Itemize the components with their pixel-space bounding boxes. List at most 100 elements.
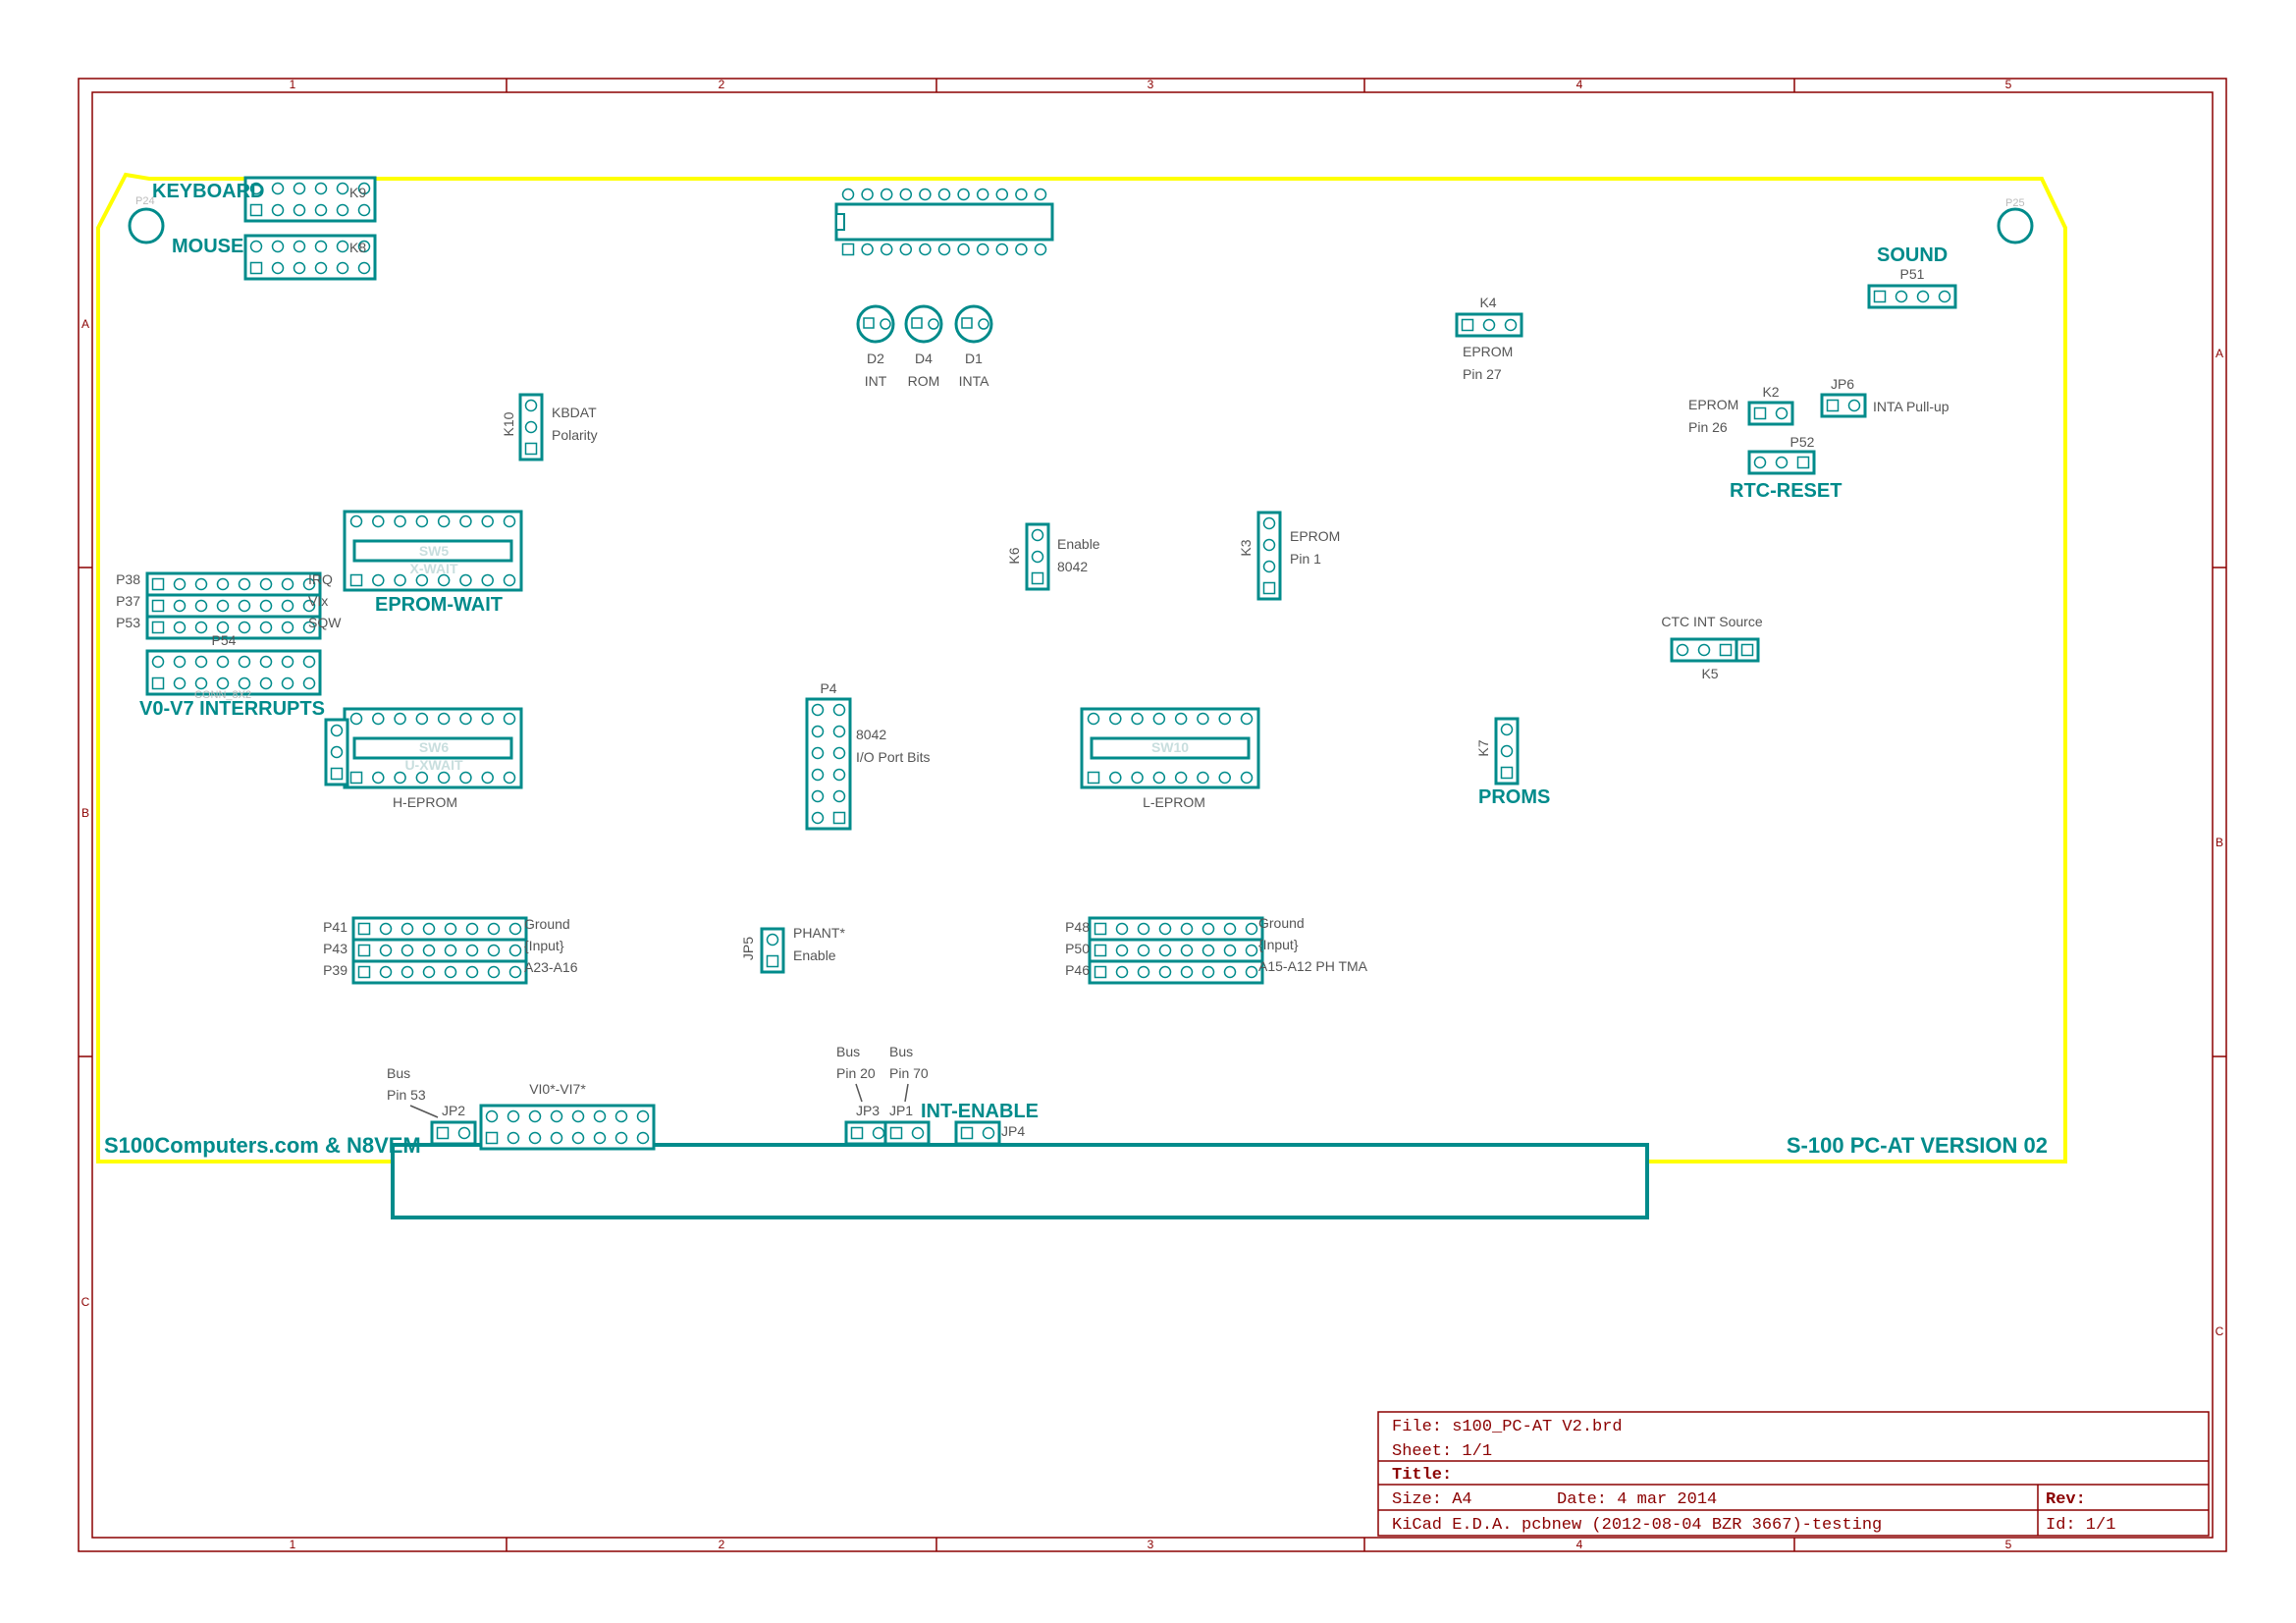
tb-file: File: s100_PC-AT V2.brd xyxy=(1392,1418,1623,1436)
credit-left: S100Computers.com & N8VEM xyxy=(104,1133,421,1158)
pointer-jp1 xyxy=(904,1083,909,1103)
ref-d1: D1 xyxy=(965,351,983,366)
credit-right: S-100 PC-AT VERSION 02 xyxy=(1787,1133,2048,1158)
label-k10-kbdat: KBDAT xyxy=(552,405,597,420)
title-int-enable: INT-ENABLE xyxy=(921,1101,1039,1122)
ref-k3: K3 xyxy=(1238,539,1254,556)
label-conn-8x2: CONN_8X2 xyxy=(194,689,251,701)
label-g2-input: {Input} xyxy=(1258,937,1299,952)
label-g2-a15-a12: A15-A12 PH TMA xyxy=(1258,958,1368,974)
frame-col-1-top: 1 xyxy=(290,78,296,91)
ref-jp5: JP5 xyxy=(740,937,756,960)
header-k6 xyxy=(1025,522,1050,591)
header-k2 xyxy=(1747,401,1794,426)
ref-k10: K10 xyxy=(501,411,516,436)
label-ctc-int-source: CTC INT Source xyxy=(1661,614,1762,629)
label-h-eprom: H-EPROM xyxy=(393,794,457,810)
header-jp3 xyxy=(844,1120,891,1146)
label-k2-pin26: Pin 26 xyxy=(1688,419,1728,435)
header-p48 xyxy=(1088,916,1264,942)
label-g1-ground: Ground xyxy=(524,916,570,932)
label-k3-pin1: Pin 1 xyxy=(1290,551,1321,567)
tb-date: Date: 4 mar 2014 xyxy=(1557,1490,1717,1509)
title-mouse: MOUSE xyxy=(172,236,243,257)
title-keyboard: KEYBOARD xyxy=(152,181,264,202)
frame-row-a-right: A xyxy=(2216,347,2223,360)
label-g1-input: {Input} xyxy=(524,938,564,953)
ref-k8: K8 xyxy=(349,240,366,255)
header-p51 xyxy=(1867,284,1957,309)
ref-k9: K9 xyxy=(349,185,366,200)
header-jp1 xyxy=(883,1120,931,1146)
header-k5b xyxy=(1735,637,1760,663)
ref-k7: K7 xyxy=(1475,739,1491,756)
header-jp2 xyxy=(430,1120,477,1146)
label-bus53-bus: Bus xyxy=(387,1065,410,1081)
drawing-frame xyxy=(78,78,2227,1552)
ref-p41: P41 xyxy=(323,919,347,935)
ref-jp1: JP1 xyxy=(889,1103,913,1118)
ref-p37: P37 xyxy=(116,593,140,609)
frame-column-labels: 1 2 3 4 5 1 2 3 4 5 A B C A B C xyxy=(81,78,2224,1551)
label-d2-int: INT xyxy=(865,373,887,389)
header-p43 xyxy=(351,938,528,963)
label-bus20-bus: Bus xyxy=(836,1044,860,1059)
ref-p51: P51 xyxy=(1900,266,1925,282)
header-p41 xyxy=(351,916,528,942)
ref-k5: K5 xyxy=(1701,666,1718,681)
edge-connector xyxy=(391,1143,1649,1219)
header-p52 xyxy=(1747,450,1816,475)
ref-jp3: JP3 xyxy=(856,1103,880,1118)
ref-p54: P54 xyxy=(212,632,237,648)
header-k9 xyxy=(243,176,377,223)
header-p39 xyxy=(351,959,528,985)
header-k4 xyxy=(1455,312,1523,338)
label-sqw: SQW xyxy=(308,615,342,630)
label-u-xwait: U-XWAIT xyxy=(404,757,463,773)
dip-sw10 xyxy=(1080,707,1260,789)
ref-jp6: JP6 xyxy=(1831,376,1854,392)
header-p50 xyxy=(1088,938,1264,963)
ref-p50: P50 xyxy=(1065,941,1090,956)
ref-jp4: JP4 xyxy=(1001,1123,1025,1139)
dip-sw5 xyxy=(343,510,523,592)
label-d1-inta: INTA xyxy=(959,373,990,389)
ref-sw5: SW5 xyxy=(419,543,450,559)
frame-col-1-bottom: 1 xyxy=(290,1538,296,1551)
ref-p52: P52 xyxy=(1790,434,1815,450)
ref-jp2: JP2 xyxy=(442,1103,465,1118)
frame-row-c-left: C xyxy=(81,1295,90,1309)
ref-p24: P24 xyxy=(135,195,155,207)
label-k3-eprom: EPROM xyxy=(1290,528,1340,544)
frame-col-4-bottom: 4 xyxy=(1576,1538,1583,1551)
ref-k2: K2 xyxy=(1762,384,1779,400)
title-eprom-wait: EPROM-WAIT xyxy=(375,594,503,616)
ref-p53: P53 xyxy=(116,615,140,630)
ref-p48: P48 xyxy=(1065,919,1090,935)
frame-col-3-bottom: 3 xyxy=(1148,1538,1154,1551)
ref-p43: P43 xyxy=(323,941,347,956)
components-layer xyxy=(145,176,1957,1151)
ref-p38: P38 xyxy=(116,571,140,587)
tb-id: Id: 1/1 xyxy=(2046,1516,2115,1535)
tb-size: Size: A4 xyxy=(1392,1490,1472,1509)
header-p46 xyxy=(1088,959,1264,985)
label-bus70-bus: Bus xyxy=(889,1044,913,1059)
title-sound: SOUND xyxy=(1877,244,1948,266)
label-l-eprom: L-EPROM xyxy=(1143,794,1205,810)
label-k6-enable: Enable xyxy=(1057,536,1100,552)
label-p4-io-port-bits: I/O Port Bits xyxy=(856,749,930,765)
ref-k4: K4 xyxy=(1479,295,1496,310)
label-vlx: VIx xyxy=(308,593,328,609)
label-x-wait: X-WAIT xyxy=(410,561,458,576)
title-interrupts: V0-V7 INTERRUPTS xyxy=(139,698,325,720)
title-proms: PROMS xyxy=(1478,786,1550,808)
ref-p46: P46 xyxy=(1065,962,1090,978)
tb-pcbnew: pcbnew (2012-08-04 BZR 3667)-testing xyxy=(1522,1516,1882,1535)
frame-row-a-left: A xyxy=(81,317,89,331)
header-k5 xyxy=(1670,637,1738,663)
frame-col-2-top: 2 xyxy=(719,78,725,91)
label-p4-8042: 8042 xyxy=(856,727,886,742)
ref-k6: K6 xyxy=(1006,547,1022,564)
header-jp4 xyxy=(954,1120,1001,1146)
